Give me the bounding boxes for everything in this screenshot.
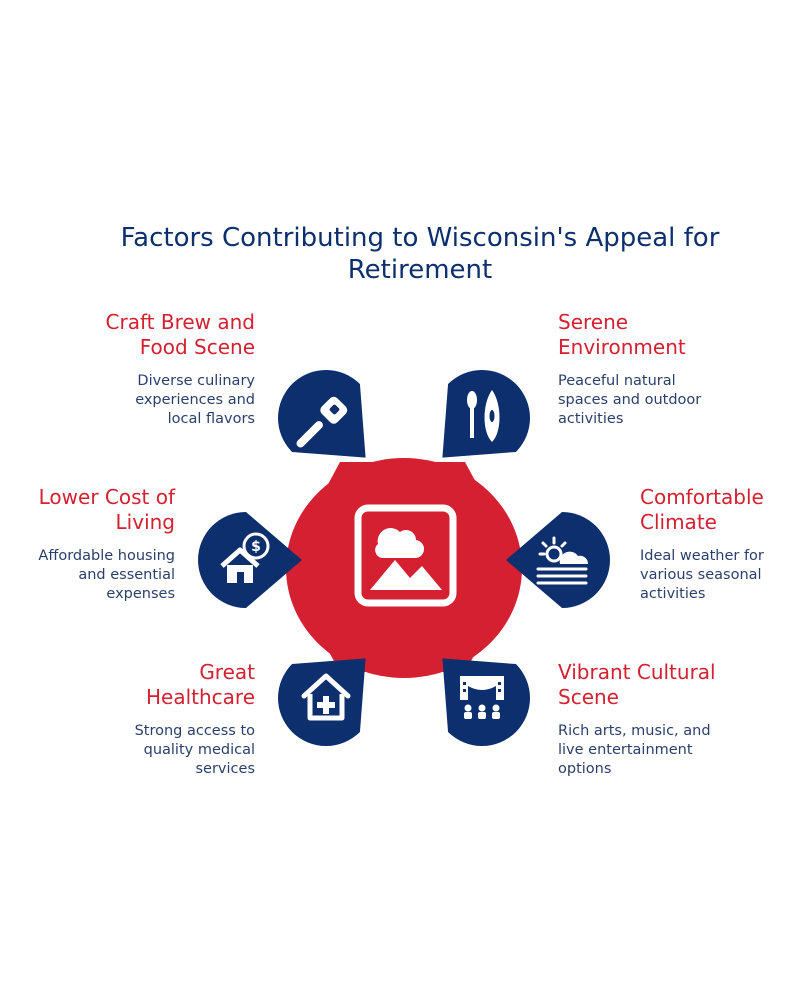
paddle-kayak-icon [467,390,500,442]
factor-description: Affordable housing and essential expense… [38,548,175,602]
factor-description: Strong access to quality medical service… [134,723,255,777]
house-dollar-icon: $ [220,532,270,583]
factor-description: Rich arts, music, and live entertainment… [558,723,711,777]
diagram-title: Factors Contributing to Wisconsin's Appe… [120,223,720,285]
bottle-opener-icon [296,396,348,448]
factor-cultural-scene: Vibrant Cultural Scene Rich arts, music,… [558,660,798,779]
central-hub-body [286,458,522,678]
factor-heading: Lower Cost of Living [38,485,175,534]
factor-heading: Great Healthcare [145,660,255,709]
factor-craft-brew: Craft Brew and Food Scene Diverse culina… [15,310,255,429]
factor-serene-environment: Serene Environment Peaceful natural spac… [558,310,798,429]
image-placeholder-icon [354,504,457,607]
sun-cloud-icon [536,536,589,585]
factor-heading: Serene Environment [558,310,686,359]
factor-description: Ideal weather for various seasonal activ… [640,548,764,602]
factor-cost-of-living: Lower Cost of Living Affordable housing … [0,485,175,604]
factor-heading: Vibrant Cultural Scene [558,660,716,709]
factor-climate: Comfortable Climate Ideal weather for va… [640,485,795,604]
factor-healthcare: Great Healthcare Strong access to qualit… [15,660,255,779]
factor-description: Peaceful natural spaces and outdoor acti… [558,373,702,427]
medical-house-icon [301,673,351,721]
factor-description: Diverse culinary experiences and local f… [135,373,255,427]
factor-heading: Comfortable Climate [640,485,764,534]
theater-stage-icon [460,676,504,719]
factor-heading: Craft Brew and Food Scene [105,310,255,359]
svg-text:$: $ [251,539,261,555]
